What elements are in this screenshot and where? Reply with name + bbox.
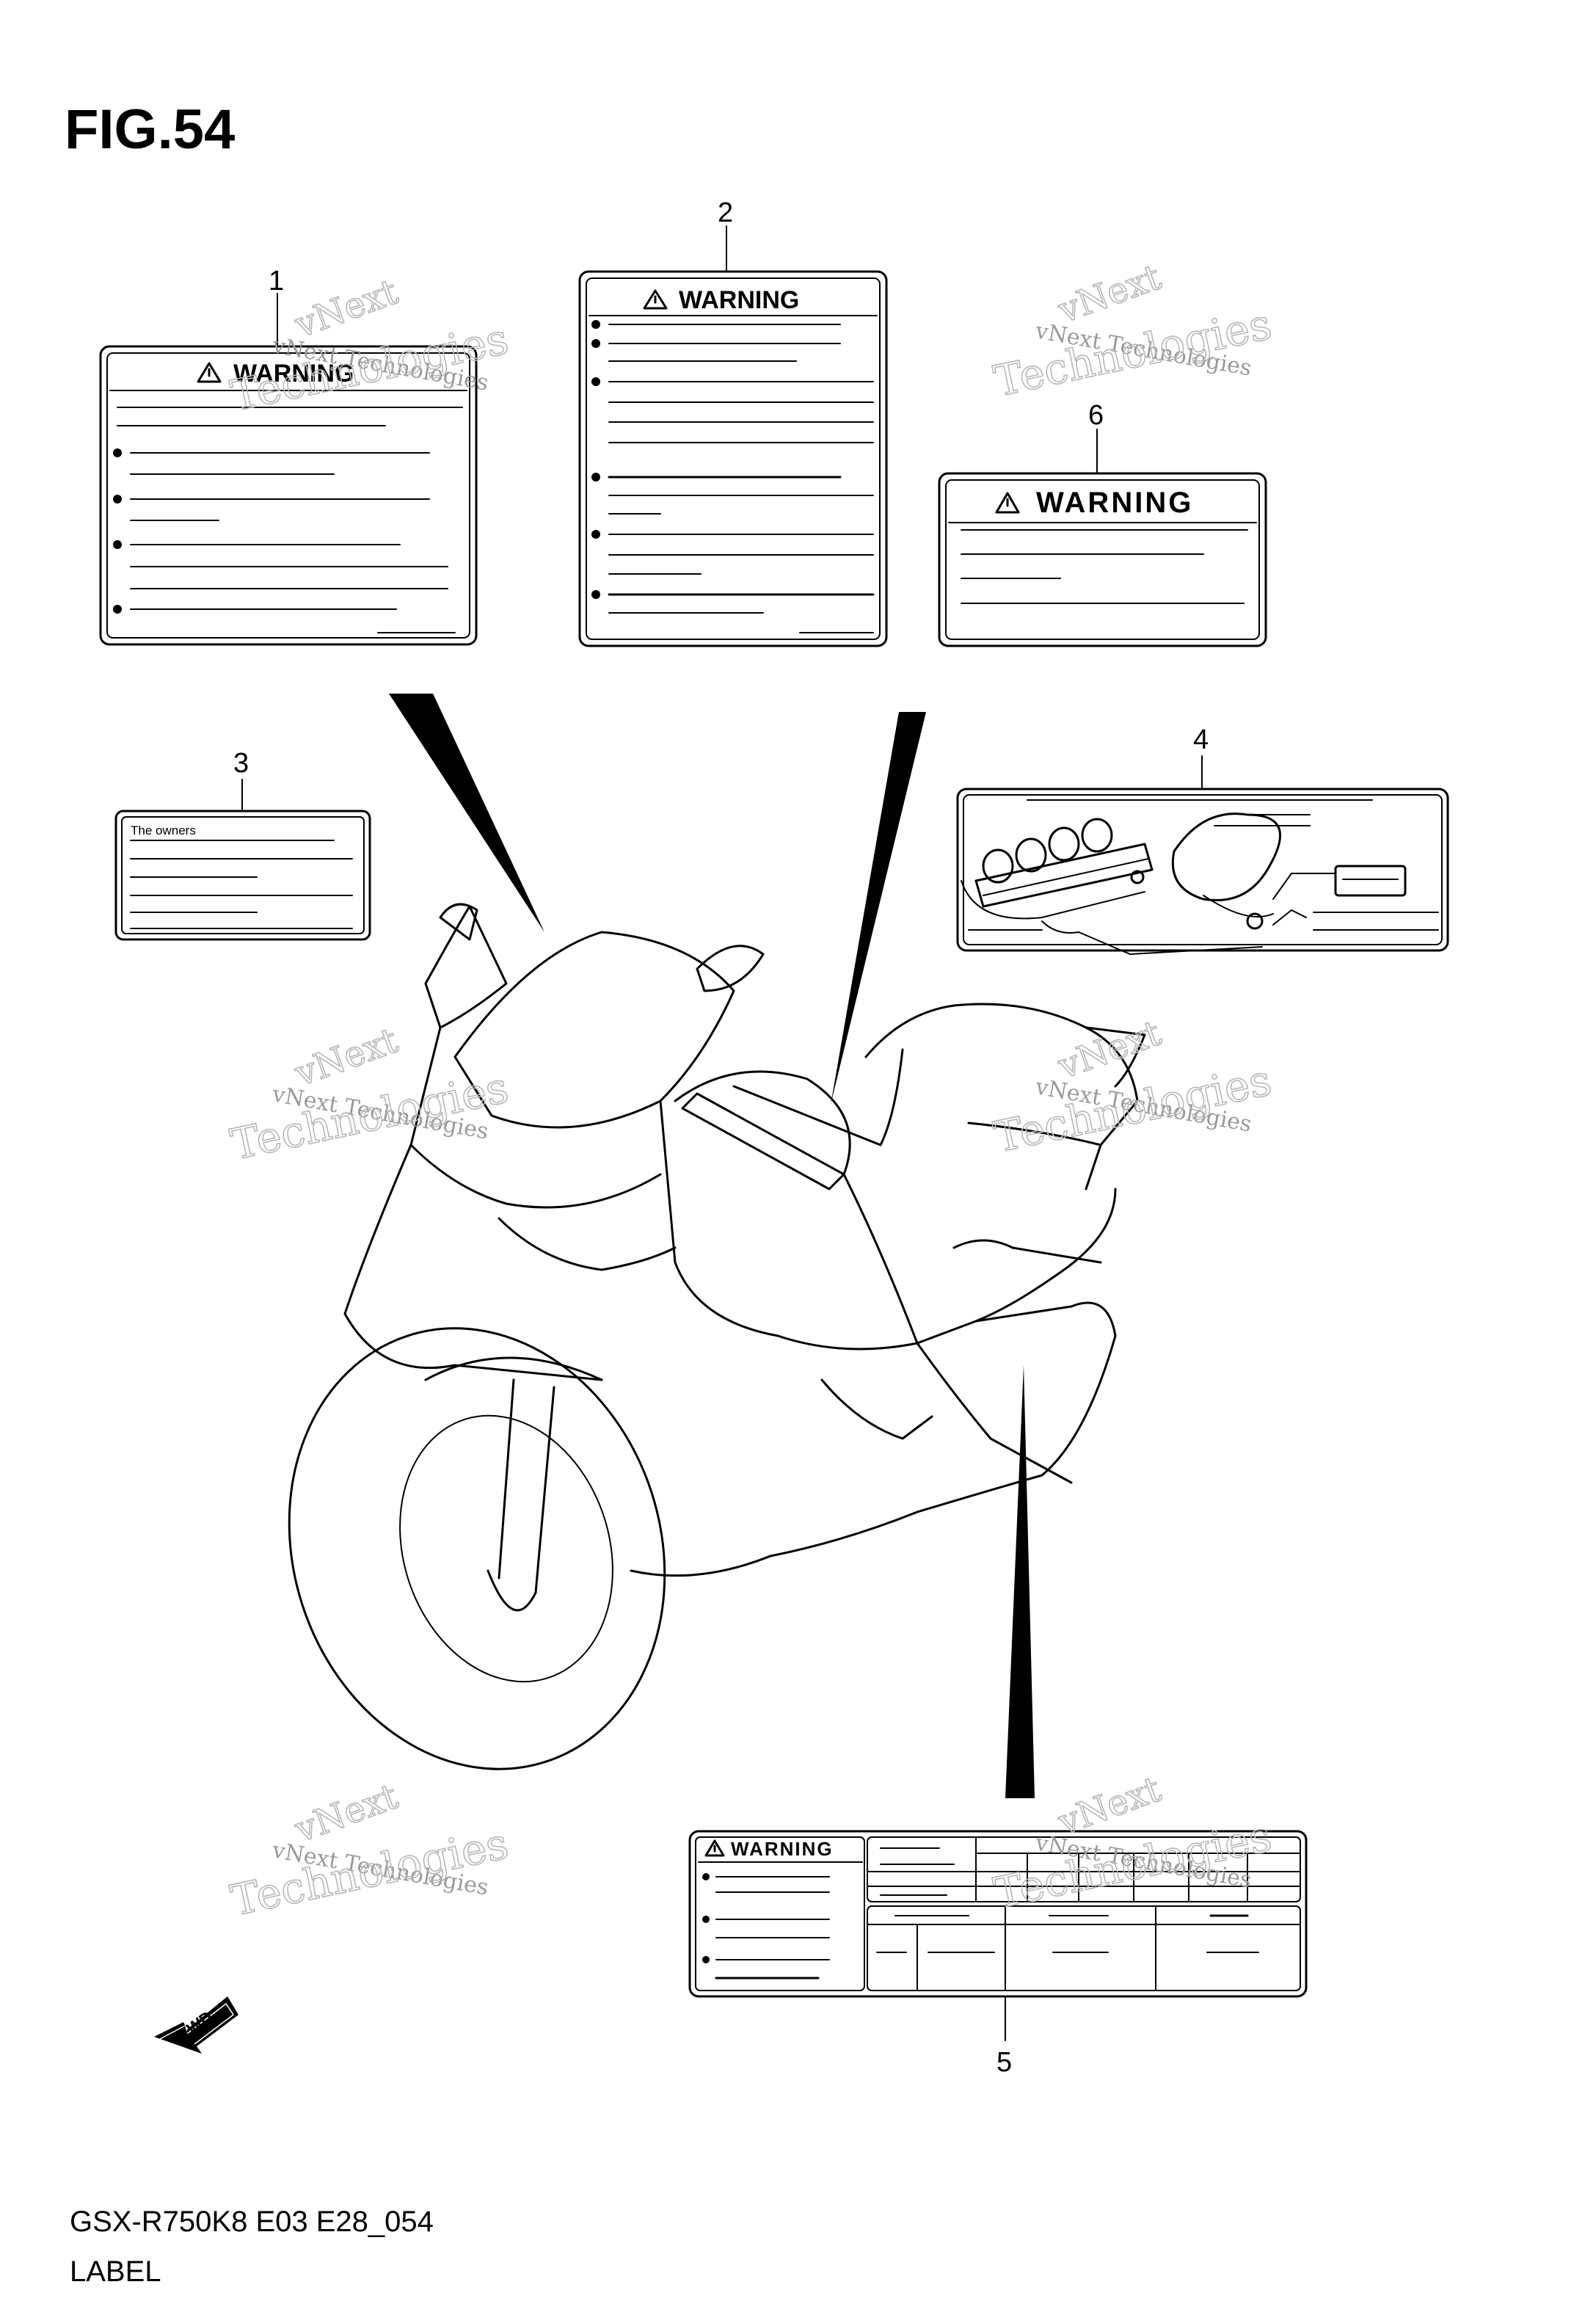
- label-3-owners-sticker: The owners 3: [114, 748, 371, 941]
- throttle-body-graphic: [961, 818, 1263, 955]
- watermark-3: vNext vNext Technologies Technologies: [226, 1019, 513, 1171]
- callout-2: 2: [718, 197, 733, 228]
- callout-3: 3: [233, 748, 249, 779]
- pointer-label-2: [831, 712, 926, 1105]
- airbox-graphic: [1171, 813, 1407, 930]
- label-6-warning-text: WARNING: [1036, 487, 1193, 519]
- label-3-owners-text: The owners: [131, 824, 196, 837]
- svg-text:Technologies: Technologies: [227, 1818, 513, 1925]
- callout-1: 1: [269, 266, 284, 297]
- label-2-warning-text: WARNING: [679, 286, 799, 314]
- section-label: LABEL: [70, 2255, 161, 2288]
- warning-triangle-icon: [704, 1839, 725, 1857]
- svg-text:vNext: vNext: [1052, 256, 1166, 331]
- label-4-hose-routing-sticker: 4: [956, 724, 1449, 955]
- svg-text:vNext: vNext: [289, 1775, 403, 1850]
- label-1-warning-text: WARNING: [233, 360, 354, 388]
- model-code: GSX-R750K8 E03 E28_054: [70, 2206, 434, 2238]
- warning-triangle-icon: [197, 362, 222, 383]
- svg-text:Technologies: Technologies: [227, 1062, 513, 1169]
- watermark-2: vNext vNext Technologies Technologies: [989, 256, 1276, 407]
- label-5-warning-table-sticker: WARNING: [688, 1830, 1308, 2078]
- label-5-warning-text: WARNING: [731, 1838, 834, 1860]
- label-6-warning-sticker: WARNING 6: [938, 400, 1267, 647]
- pointer-wedges: [389, 694, 1035, 1798]
- label-1-warning-sticker: WARNING 1: [99, 266, 478, 646]
- warning-triangle-icon: [995, 492, 1020, 514]
- callout-4: 4: [1193, 724, 1209, 755]
- forward-direction-arrow: FWD: [154, 1996, 238, 2054]
- watermark-5: vNext vNext Technologies Technologies: [226, 1775, 513, 1927]
- warning-triangle-icon: [643, 289, 668, 310]
- svg-text:Technologies: Technologies: [990, 1055, 1276, 1162]
- pointer-label-5: [1005, 1365, 1035, 1798]
- watermark-4: vNext vNext Technologies Technologies: [989, 1012, 1276, 1163]
- svg-text:vNext: vNext: [289, 271, 403, 346]
- svg-text:Technologies: Technologies: [990, 299, 1276, 406]
- callout-6: 6: [1088, 400, 1104, 431]
- svg-text:vNext: vNext: [289, 1019, 403, 1094]
- motorcycle-outline: [288, 903, 1146, 1770]
- callout-5: 5: [996, 2047, 1012, 2078]
- svg-text:vNext: vNext: [1052, 1012, 1166, 1087]
- figure-title: FIG.54: [65, 98, 235, 161]
- pointer-label-1: [389, 694, 544, 932]
- label-2-warning-sticker: WARNING 2: [578, 197, 888, 647]
